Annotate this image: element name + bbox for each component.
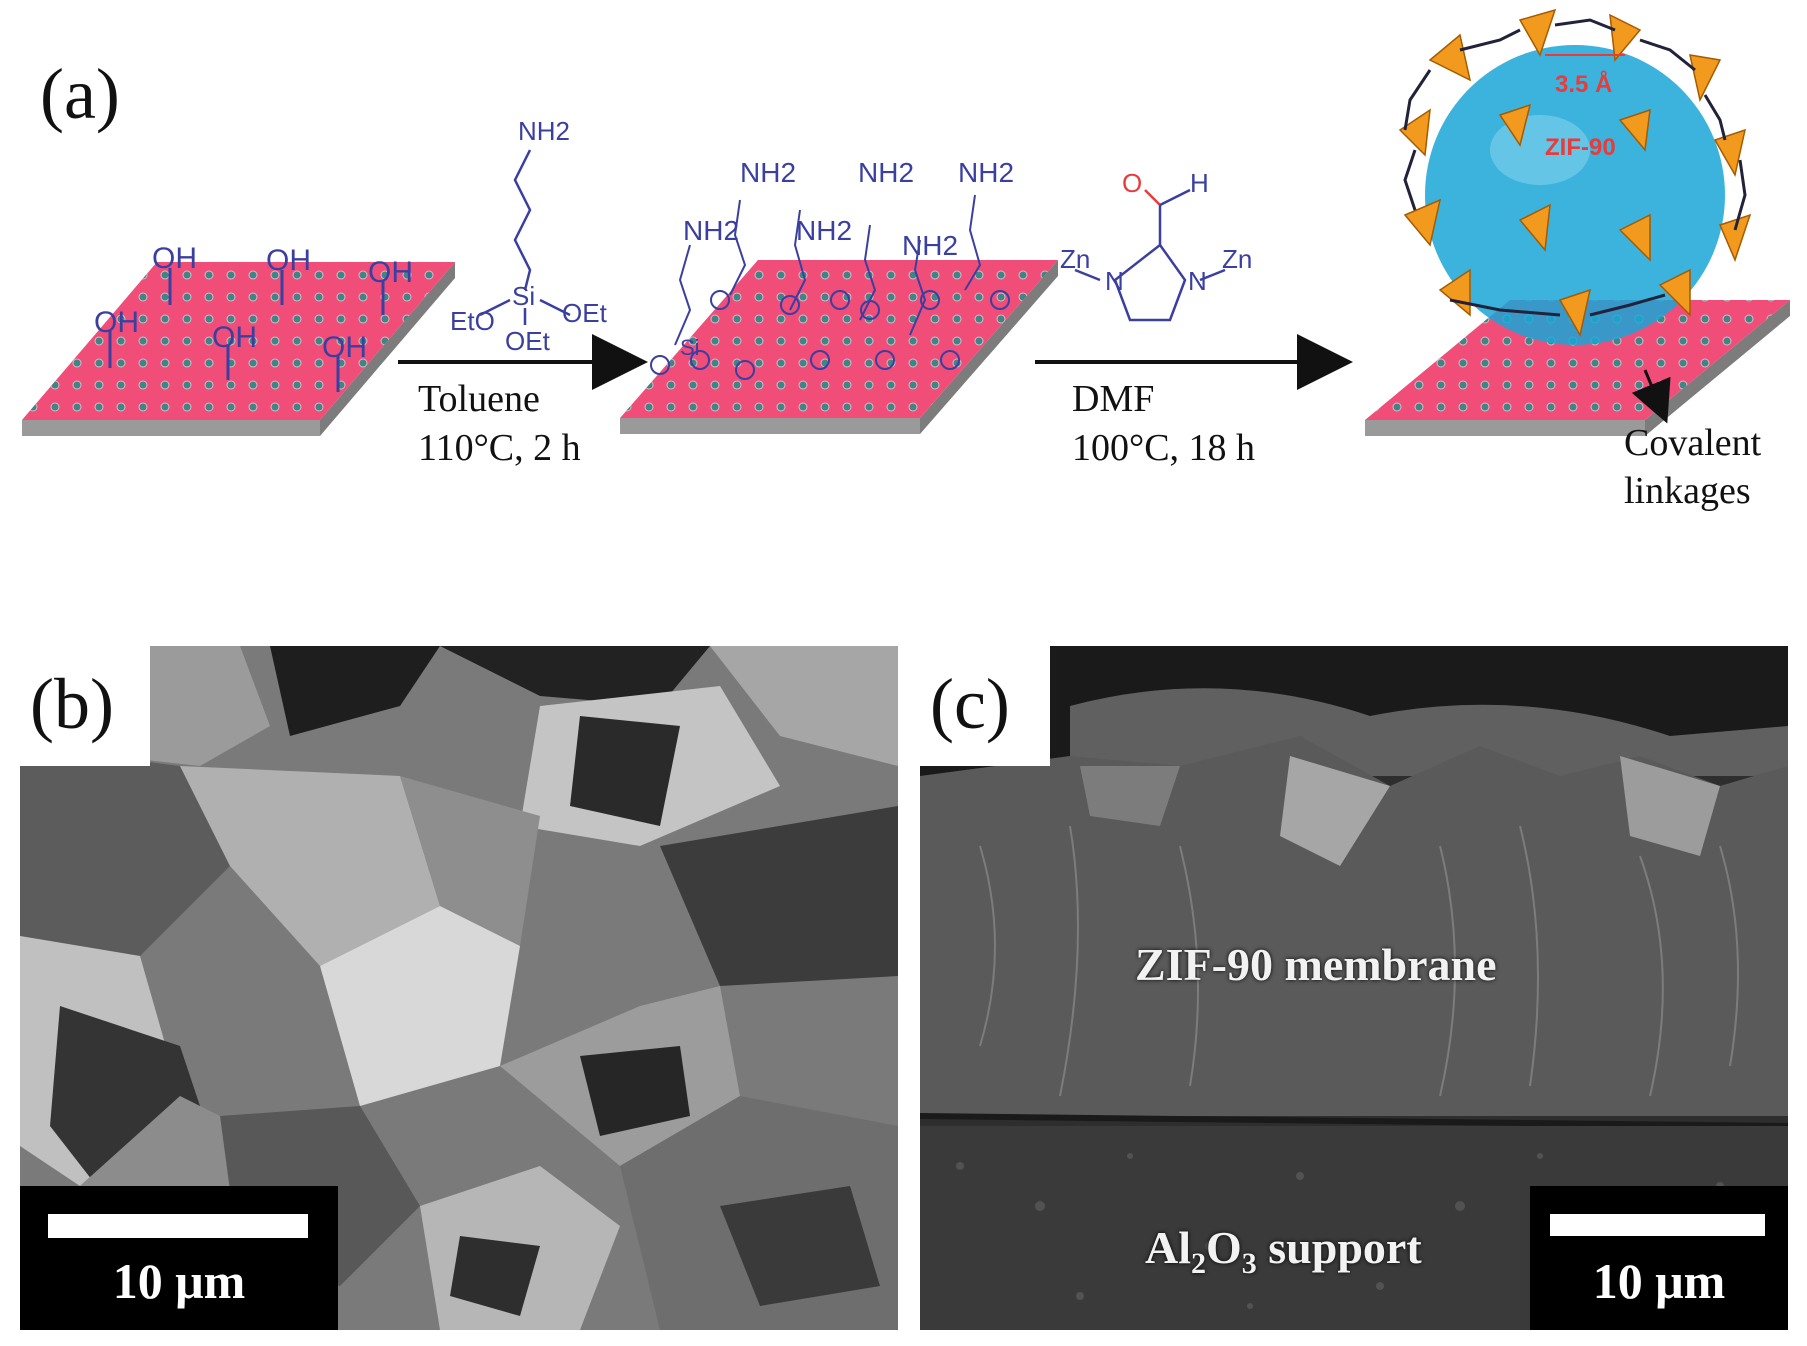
- aldehyde-h-label: H: [1190, 168, 1209, 198]
- step1-solvent: Toluene: [418, 378, 540, 420]
- n-left-label: N: [1105, 266, 1124, 296]
- step2-temp-time: 100°C, 18 h: [1072, 427, 1256, 470]
- support-label: Al2O3 support: [1145, 1221, 1422, 1281]
- nh2-label-4: NH2: [683, 215, 739, 246]
- nh2-label-5: NH2: [796, 215, 852, 246]
- oh-label-3: OH: [368, 256, 413, 289]
- aptes-nh2-label: NH2: [518, 116, 570, 146]
- oh-label-6: OH: [322, 331, 367, 364]
- cross-section-texture: [920, 646, 1788, 1330]
- substrate-amine: [620, 194, 1058, 434]
- aptes-structure: [479, 149, 571, 325]
- crystal-facets: [20, 646, 898, 1330]
- oh-label-5: OH: [212, 321, 257, 354]
- nh2-label-6: NH2: [902, 230, 958, 261]
- panel-c-scale-line: [1550, 1214, 1765, 1236]
- n-right-label: N: [1188, 266, 1207, 296]
- panel-c-label: (c): [930, 664, 1010, 744]
- step2-conditions: DMF 100°C, 18 h: [1072, 375, 1255, 474]
- panel-c-scale-bar: 10 μm: [1530, 1186, 1788, 1330]
- zif-labels: 3.5 Å ZIF-90: [1545, 70, 1616, 161]
- si-label-surface: Si: [680, 335, 700, 360]
- step1-conditions: Toluene 110°C, 2 h: [418, 375, 581, 474]
- aptes-oet-bottom-label: OEt: [505, 326, 551, 356]
- step2-solvent: DMF: [1072, 378, 1155, 420]
- panel-b-scale-bar: 10 μm: [20, 1186, 338, 1330]
- support-word: support: [1256, 1222, 1422, 1273]
- support-o: O: [1206, 1222, 1242, 1273]
- support-sub-2: 2: [1191, 1247, 1206, 1281]
- aptes-eto-label: EtO: [450, 306, 495, 336]
- nh2-label-2: NH2: [858, 157, 914, 188]
- panel-b-scale-line: [48, 1214, 308, 1238]
- covalent-linkages-label: Covalent linkages: [1624, 420, 1761, 515]
- zn-right-label: Zn: [1222, 244, 1252, 274]
- covalent-word: Covalent: [1624, 422, 1762, 464]
- oh-label-4: OH: [94, 306, 139, 339]
- nh2-label-1: NH2: [740, 157, 796, 188]
- linkages-word: linkages: [1624, 469, 1751, 512]
- oh-label-2: OH: [266, 244, 311, 277]
- nh2-label-3: NH2: [958, 157, 1014, 188]
- pore-size-label: 3.5 Å: [1555, 70, 1612, 98]
- amine-labels: NH2 NH2 NH2 NH2 NH2 NH2 Si: [680, 157, 1014, 360]
- support-al: Al: [1145, 1222, 1191, 1273]
- aptes-oet-right-label: OEt: [562, 298, 608, 328]
- panel-a-scheme: OH OH OH OH OH OH NH2 Si EtO OEt OEt: [22, 8, 1790, 436]
- aptes-si-label: Si: [512, 281, 535, 311]
- substrate-hydroxyl: [22, 262, 455, 436]
- imidazole-linker: [1074, 188, 1226, 322]
- membrane-label: ZIF-90 membrane: [1135, 939, 1497, 990]
- zif90-cage-label: ZIF-90: [1545, 134, 1616, 161]
- support-sub-3: 3: [1241, 1247, 1257, 1281]
- substrate-zif: [1365, 300, 1790, 436]
- panel-c-scale-text: 10 μm: [1592, 1253, 1726, 1309]
- sem-top-view: (b) 10 μm: [20, 646, 898, 1330]
- aptes-labels: NH2 Si EtO OEt OEt: [450, 116, 608, 356]
- panel-b-label-box: (b): [20, 646, 150, 766]
- panel-a-label: (a): [40, 54, 120, 134]
- step1-temp-time: 110°C, 2 h: [418, 427, 581, 470]
- hydroxyl-labels: OH OH OH OH OH OH: [94, 242, 413, 364]
- linker-labels: O H Zn Zn N N: [1060, 168, 1252, 296]
- panel-b-label: (b): [30, 664, 114, 744]
- oh-label-1: OH: [152, 242, 197, 275]
- zn-left-label: Zn: [1060, 244, 1090, 274]
- panel-b-scale-text: 10 μm: [112, 1253, 246, 1309]
- covalent-pointer: [1631, 369, 1671, 424]
- sem-cross-section: (c) ZIF-90 membrane Al2O3 support 10 μm: [920, 646, 1788, 1330]
- panel-c-label-box: (c): [920, 646, 1050, 766]
- carbonyl-o-label: O: [1122, 168, 1142, 198]
- zif90-cage: [1398, 8, 1752, 345]
